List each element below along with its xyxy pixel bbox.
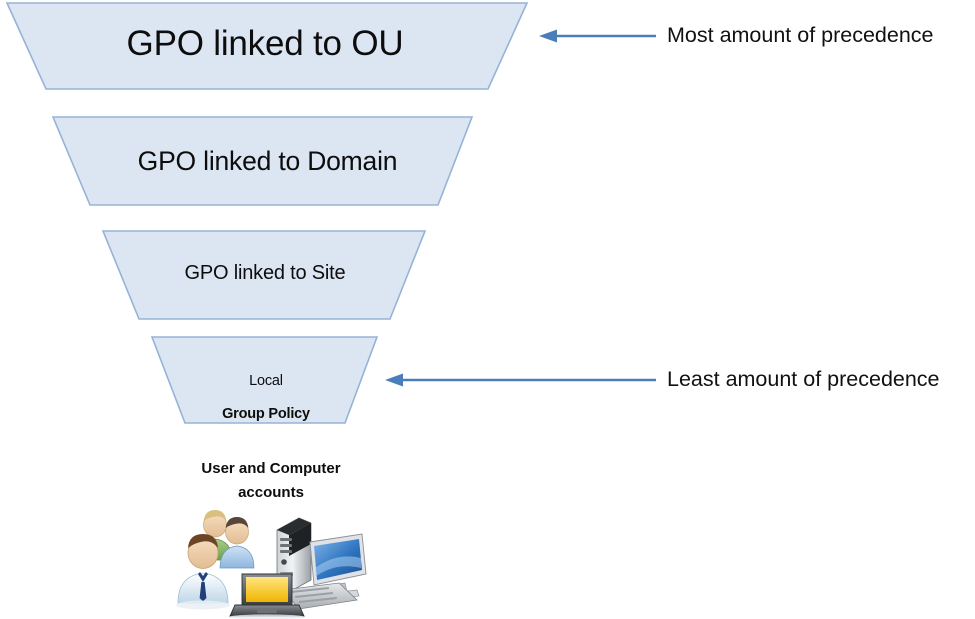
tier-label-local-group-policy: Local Group Policy <box>176 356 356 439</box>
arrow-least-precedence <box>385 373 656 387</box>
tier-label-local-line-1: Local <box>249 372 283 389</box>
user-group-icon <box>197 510 255 569</box>
tier-label-gpo-linked-to-site: GPO linked to Site <box>184 262 346 284</box>
laptop-computer-icon <box>229 573 305 619</box>
accounts-caption: User and Computer accounts <box>161 457 381 506</box>
arrowhead-left-icon <box>539 29 557 43</box>
accounts-caption-line-1: User and Computer <box>201 460 341 477</box>
users-and-computers-clipart <box>165 508 370 619</box>
accounts-caption-line-2: accounts <box>238 484 304 502</box>
user-person-icon <box>176 534 230 610</box>
annotation-least-precedence: Least amount of precedence <box>667 367 940 391</box>
tier-label-gpo-linked-to-domain: GPO linked to Domain <box>137 146 398 176</box>
tier-label-gpo-linked-to-ou: GPO linked to OU <box>126 24 404 63</box>
arrowhead-left-icon <box>385 373 403 387</box>
desktop-computer-icon <box>276 517 367 610</box>
arrow-most-precedence <box>539 29 656 43</box>
tier-label-local-line-2: Group Policy <box>222 406 310 423</box>
annotation-most-precedence: Most amount of precedence <box>667 23 934 47</box>
